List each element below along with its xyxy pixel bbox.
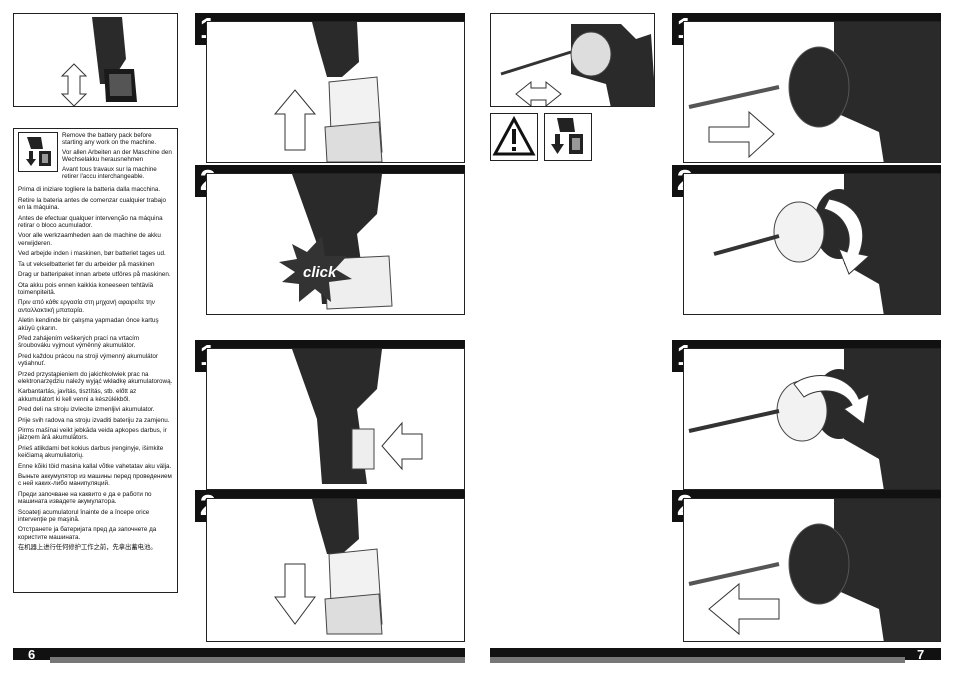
battery-down-drawing (274, 499, 383, 635)
note-line: Ta ut vekselbatteriet før du arbeider på… (18, 260, 155, 268)
step-header-bar (195, 13, 465, 21)
footer-grey-right (490, 657, 905, 663)
drill-bit-insert-illustration (490, 13, 655, 107)
note-line: Преди започване на каквито е да е работи… (18, 490, 152, 506)
note-header-de: Vor allen Arbeiten an der Maschine den W… (62, 148, 172, 164)
note-line: Prima di iniziare togliere la batteria d… (18, 186, 161, 194)
note-line: Karbantartás, javítás, tisztítás, stb. e… (18, 388, 137, 403)
step-header-bar (195, 490, 465, 498)
battery-removal-icon (544, 113, 592, 161)
note-line: Pirms mašīnai veikt jebkāda veida apkope… (18, 427, 167, 442)
step-2-battery-click-panel: click (206, 173, 465, 315)
footer-grey-left (50, 657, 465, 663)
tighten-chuck-drawing (713, 174, 940, 314)
battery-click-drawing (279, 174, 393, 310)
step-2-remove-bit-panel (683, 498, 941, 642)
drill-handle-drawing (60, 17, 137, 106)
remove-bit-drawing (688, 499, 940, 641)
step-1-loosen-chuck-panel (683, 348, 941, 490)
note-header-en: Remove the battery pack before starting … (62, 132, 157, 147)
note-line: Prieš atlikdami bet kokius darbus įrengi… (18, 444, 164, 460)
step-2-tighten-chuck-panel (683, 173, 941, 315)
note-line: Выньте аккумулятор из машины перед прове… (18, 473, 172, 488)
battery-pull-drawing (273, 22, 383, 162)
note-line: Aletin kendinde bir çalışma yapmadan önc… (18, 317, 159, 332)
note-line: Enne kõiki töid masina kallal võtke vahe… (18, 462, 172, 470)
battery-slide-illustration (13, 13, 178, 107)
note-line: Ved arbejde inden i maskinen, bør batter… (18, 250, 166, 258)
note-line: Pred deli na stroju izvlecite izmenljivi… (18, 406, 155, 414)
note-line: Antes de efectuar qualquer intervenção n… (18, 214, 163, 230)
page-number-left: 6 (28, 647, 36, 662)
note-header-fr: Avant tous travaux sur la machine retire… (62, 165, 157, 181)
note-line: Voor alle werkzaamheden aan de machine d… (18, 232, 161, 247)
step-header-bar (672, 165, 941, 173)
step-1-insert-bit-panel (683, 21, 941, 163)
step-2-battery-down-panel (206, 498, 465, 642)
step-header-bar (672, 13, 941, 21)
step-header-bar (195, 165, 465, 173)
step-header-bar (195, 340, 465, 348)
warning-triangle-icon (490, 113, 538, 161)
note-line: Prije svih radova na stroju izvaditi bat… (18, 416, 170, 424)
battery-removal-notes: Remove the battery pack before starting … (13, 128, 178, 593)
note-line: Отстранете ја батеријата пред да започне… (18, 526, 157, 541)
step-1-release-panel (206, 348, 465, 490)
note-line: Drag ur batteripaket innan arbete utföre… (18, 271, 171, 279)
page-number-right: 7 (917, 647, 925, 662)
note-line: Scoateţi acumulatorul înainte de a încep… (18, 508, 150, 524)
note-line: Πριν από κάθε εργασία στη μηχανή αφαιρεί… (18, 299, 155, 314)
note-line: 在机器上进行任何修护工作之前，先拿出蓄电池。 (18, 544, 157, 552)
step-header-bar (672, 340, 941, 348)
click-label: click (303, 264, 337, 281)
step-1-battery-remove-panel (206, 21, 465, 163)
loosen-chuck-drawing (688, 349, 940, 489)
note-line: Ota akku pois ennen kaikkia koneeseen te… (18, 281, 154, 296)
note-line: Retire la bateria antes de comenzar cual… (18, 196, 167, 212)
drill-chuck-drawing (500, 24, 654, 106)
note-line: Przed przystąpieniem do jakichkolwiek pr… (18, 370, 173, 385)
note-line: Pred každou prácou na stroji výmenný aku… (18, 352, 159, 368)
release-button-drawing (292, 349, 423, 484)
battery-removal-icon (18, 132, 58, 172)
step-header-bar (672, 490, 941, 498)
insert-bit-drawing (688, 22, 940, 162)
note-line: Před zahájením veškerých prací na vrtací… (18, 334, 140, 350)
